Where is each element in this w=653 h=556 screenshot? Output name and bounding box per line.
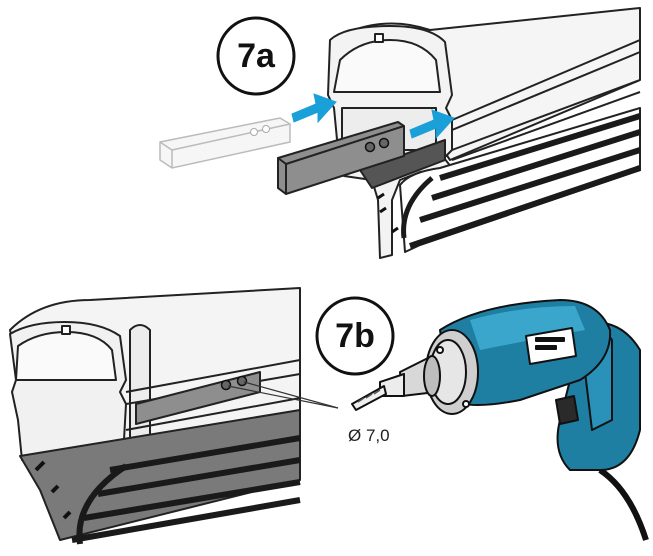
step-7a-label: 7a — [237, 37, 275, 75]
plate-dark-7a — [277, 120, 405, 196]
plate-light-7a — [159, 117, 291, 169]
drill-diameter-label: Ø 7,0 — [348, 426, 390, 445]
step-7b-group — [9, 287, 649, 545]
arrow-right-icon — [409, 109, 455, 140]
step-7a-badge — [216, 16, 296, 96]
step-7b-badge — [315, 296, 395, 376]
arrow-right-icon — [291, 93, 337, 124]
step-7a-group — [159, 7, 641, 259]
drill-icon — [351, 299, 649, 541]
drill-leader-lines — [227, 381, 339, 409]
profile-7b — [9, 287, 301, 545]
step-7b-label: 7b — [335, 317, 375, 355]
